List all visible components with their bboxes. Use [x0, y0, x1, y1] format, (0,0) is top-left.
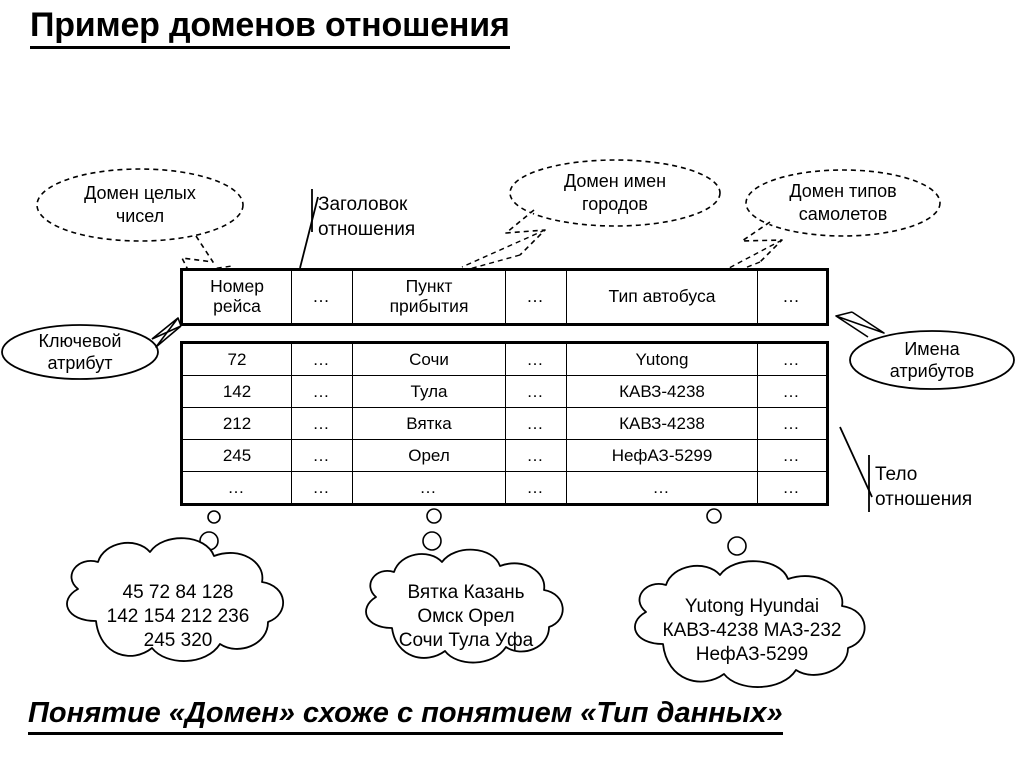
table-row: 245 … Орел … НефАЗ-5299 … [181, 439, 828, 472]
cell-city: Вятка [352, 407, 506, 440]
leader-relation-body [839, 426, 873, 512]
label-relation-body: Тело отношения [875, 462, 972, 512]
cell-ellipsis-3: … [757, 375, 828, 408]
cell-city: Орел [352, 439, 506, 472]
callout-key-attribute-line1: Ключевой [39, 331, 122, 351]
cell-bus-type: КАВЗ-4238 [566, 375, 758, 408]
cell-flight-number: 72 [181, 342, 292, 376]
cloud-city-values: Вятка Казань Омск Орел Сочи Тула Уфа [365, 548, 564, 664]
callout-attribute-names-line1: Имена [904, 339, 960, 359]
cell-ellipsis-2: … [505, 407, 567, 440]
table-row: … … … … … … [181, 471, 828, 505]
callout-integer-domain-line2: чисел [116, 206, 164, 226]
header-cell-flight-number: Номер рейса [181, 269, 292, 325]
cloud-cities-line2: Омск Орел [417, 606, 514, 627]
cloud-buses-line1: Yutong Hyundai [685, 596, 819, 617]
relation-header-table: Номер рейса … Пункт прибытия … Тип автоб… [180, 268, 829, 326]
header-cell-ellipsis-2: … [505, 269, 567, 325]
cell-ellipsis-2: … [505, 342, 567, 376]
cell-bus-type: Yutong [566, 342, 758, 376]
callout-integer-domain-line1: Домен целых [84, 183, 196, 203]
table-row: 212 … Вятка … КАВЗ-4238 … [181, 407, 828, 440]
cloud-buses-line3: НефАЗ-5299 [696, 644, 808, 665]
leader-relation-header [299, 189, 319, 269]
callout-attribute-names [835, 311, 1015, 390]
relation-body-table: 72 … Сочи … Yutong … 142 … Тула … КАВЗ-4… [180, 341, 829, 506]
cell-bus-type: … [566, 471, 758, 505]
label-relation-header: Заголовок отношения [318, 192, 415, 242]
callout-plane-domain-line2: самолетов [799, 204, 888, 224]
cell-city: … [352, 471, 506, 505]
callout-plane-domain-line1: Домен типов [789, 181, 896, 201]
cell-ellipsis-3: … [757, 407, 828, 440]
header-cell-arrival-point: Пункт прибытия [352, 269, 506, 325]
cloud-buses-line2: КАВЗ-4238 МАЗ-232 [663, 620, 842, 641]
header-cell-ellipsis-3: … [757, 269, 828, 325]
cloud-numbers-line3: 245 320 [144, 630, 213, 651]
cell-city: Сочи [352, 342, 506, 376]
callout-key-attribute [1, 317, 182, 380]
header-cell-ellipsis-1: … [291, 269, 353, 325]
cell-city: Тула [352, 375, 506, 408]
label-relation-header-line2: отношения [318, 219, 416, 241]
page-title: Пример доменов отношения [30, 6, 510, 50]
cloud-cities-line1: Вятка Казань [407, 582, 524, 603]
cell-ellipsis-1: … [291, 342, 353, 376]
table-row: 142 … Тула … КАВЗ-4238 … [181, 375, 828, 408]
cell-ellipsis-3: … [757, 471, 828, 505]
cloud-numbers-line1: 45 72 84 128 [123, 582, 234, 603]
label-relation-header-line1: Заголовок [318, 194, 408, 215]
header-cell-flight-number-line2: рейса [213, 296, 261, 316]
table-row: Номер рейса … Пункт прибытия … Тип автоб… [181, 269, 828, 325]
slide-caption: Понятие «Домен» схоже с понятием «Тип да… [28, 697, 783, 736]
cell-ellipsis-2: … [505, 439, 567, 472]
cell-flight-number: 212 [181, 407, 292, 440]
header-cell-bus-type: Тип автобуса [566, 269, 758, 325]
cloud-cities-line3: Сочи Тула Уфа [399, 630, 534, 651]
callout-city-domain [461, 159, 721, 272]
cell-ellipsis-3: … [757, 342, 828, 376]
header-cell-flight-number-line1: Номер [210, 276, 264, 297]
header-cell-arrival-point-line2: прибытия [389, 296, 469, 316]
cell-ellipsis-2: … [505, 471, 567, 505]
callout-plane-domain [711, 169, 941, 282]
cell-bus-type: КАВЗ-4238 [566, 407, 758, 440]
cell-flight-number: … [181, 471, 292, 505]
cloud-bus-values: Yutong Hyundai КАВЗ-4238 МАЗ-232 НефАЗ-5… [634, 560, 866, 688]
table-row: 72 … Сочи … Yutong … [181, 342, 828, 376]
cell-bus-type: НефАЗ-5299 [566, 439, 758, 472]
cell-ellipsis-2: … [505, 375, 567, 408]
cell-ellipsis-1: … [291, 407, 353, 440]
cloud-numbers-line2: 142 154 212 236 [107, 606, 250, 627]
callout-key-attribute-line2: атрибут [47, 353, 112, 373]
label-relation-body-line2: отношения [875, 489, 973, 511]
cell-flight-number: 142 [181, 375, 292, 408]
label-relation-body-line1: Тело [875, 464, 918, 485]
cell-ellipsis-1: … [291, 375, 353, 408]
callout-city-domain-line2: городов [582, 194, 648, 214]
header-cell-arrival-point-line1: Пункт [405, 276, 453, 297]
cell-ellipsis-1: … [291, 471, 353, 505]
cell-ellipsis-3: … [757, 439, 828, 472]
callout-city-domain-line1: Домен имен [564, 171, 666, 191]
cell-ellipsis-1: … [291, 439, 353, 472]
callout-integer-domain [36, 168, 244, 281]
cloud-integer-values: 45 72 84 128 142 154 212 236 245 320 [66, 537, 285, 662]
cell-flight-number: 245 [181, 439, 292, 472]
callout-attribute-names-line2: атрибутов [890, 361, 974, 381]
